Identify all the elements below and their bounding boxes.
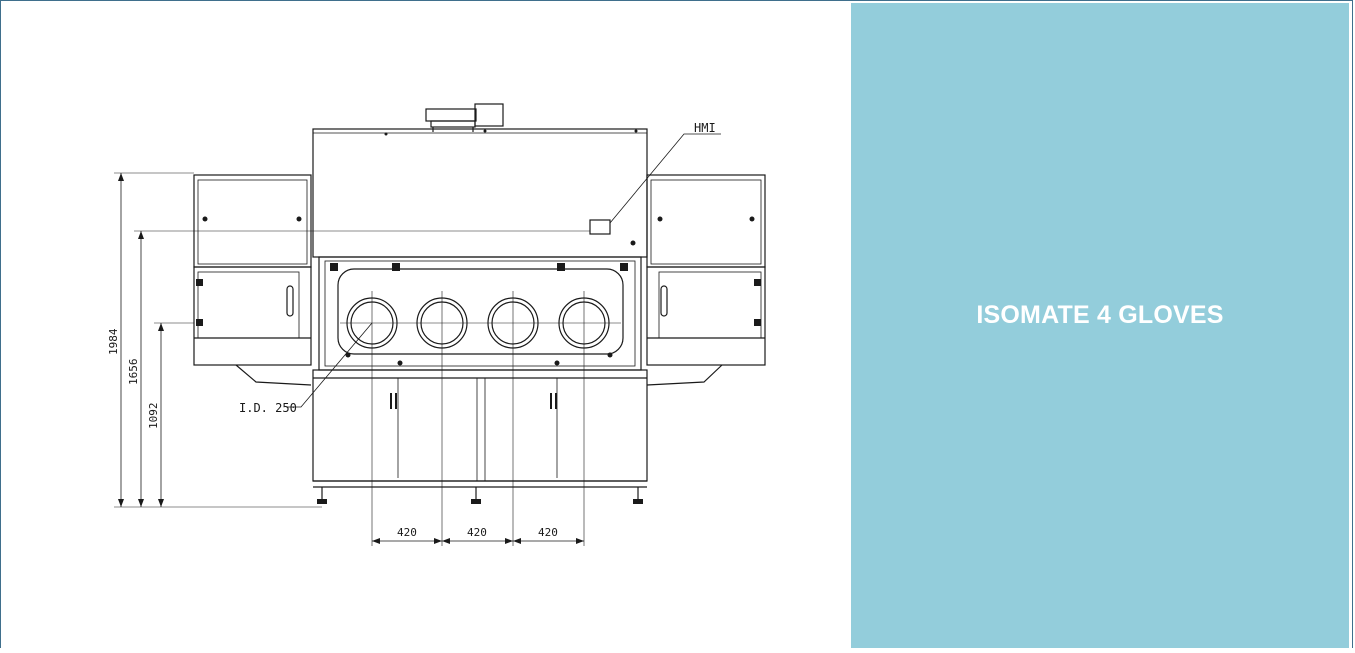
glove-port-label: I.D. 250 <box>239 401 297 415</box>
right-lower-cabinet <box>646 266 766 366</box>
hmi-panel <box>589 219 611 235</box>
dim-hmi-height: 1656 <box>127 359 140 386</box>
window-frame <box>318 256 642 371</box>
dim-port-spacing-3: 420 <box>538 526 558 539</box>
left-lower-cabinet <box>193 266 312 366</box>
main-body <box>312 128 648 258</box>
fan-unit <box>425 108 477 122</box>
dim-total-height: 1984 <box>107 328 120 355</box>
glovebox-drawing: HMI I.D. 250 420 420 420 1984 1656 1092 <box>107 103 766 546</box>
right-upper-cabinet <box>646 174 766 268</box>
product-title: ISOMATE 4 GLOVES <box>976 301 1224 329</box>
glove-window <box>337 268 624 355</box>
motor-box <box>474 103 504 127</box>
base-stand <box>312 369 648 482</box>
dim-port-spacing-2: 420 <box>467 526 487 539</box>
dim-port-spacing-1: 420 <box>397 526 417 539</box>
dim-glove-height: 1092 <box>147 403 160 430</box>
left-upper-cabinet <box>193 174 312 268</box>
hmi-label: HMI <box>694 121 716 135</box>
title-panel: ISOMATE 4 GLOVES <box>851 3 1349 648</box>
drawing-pane: HMI I.D. 250 420 420 420 1984 1656 1092 <box>1 1 850 648</box>
